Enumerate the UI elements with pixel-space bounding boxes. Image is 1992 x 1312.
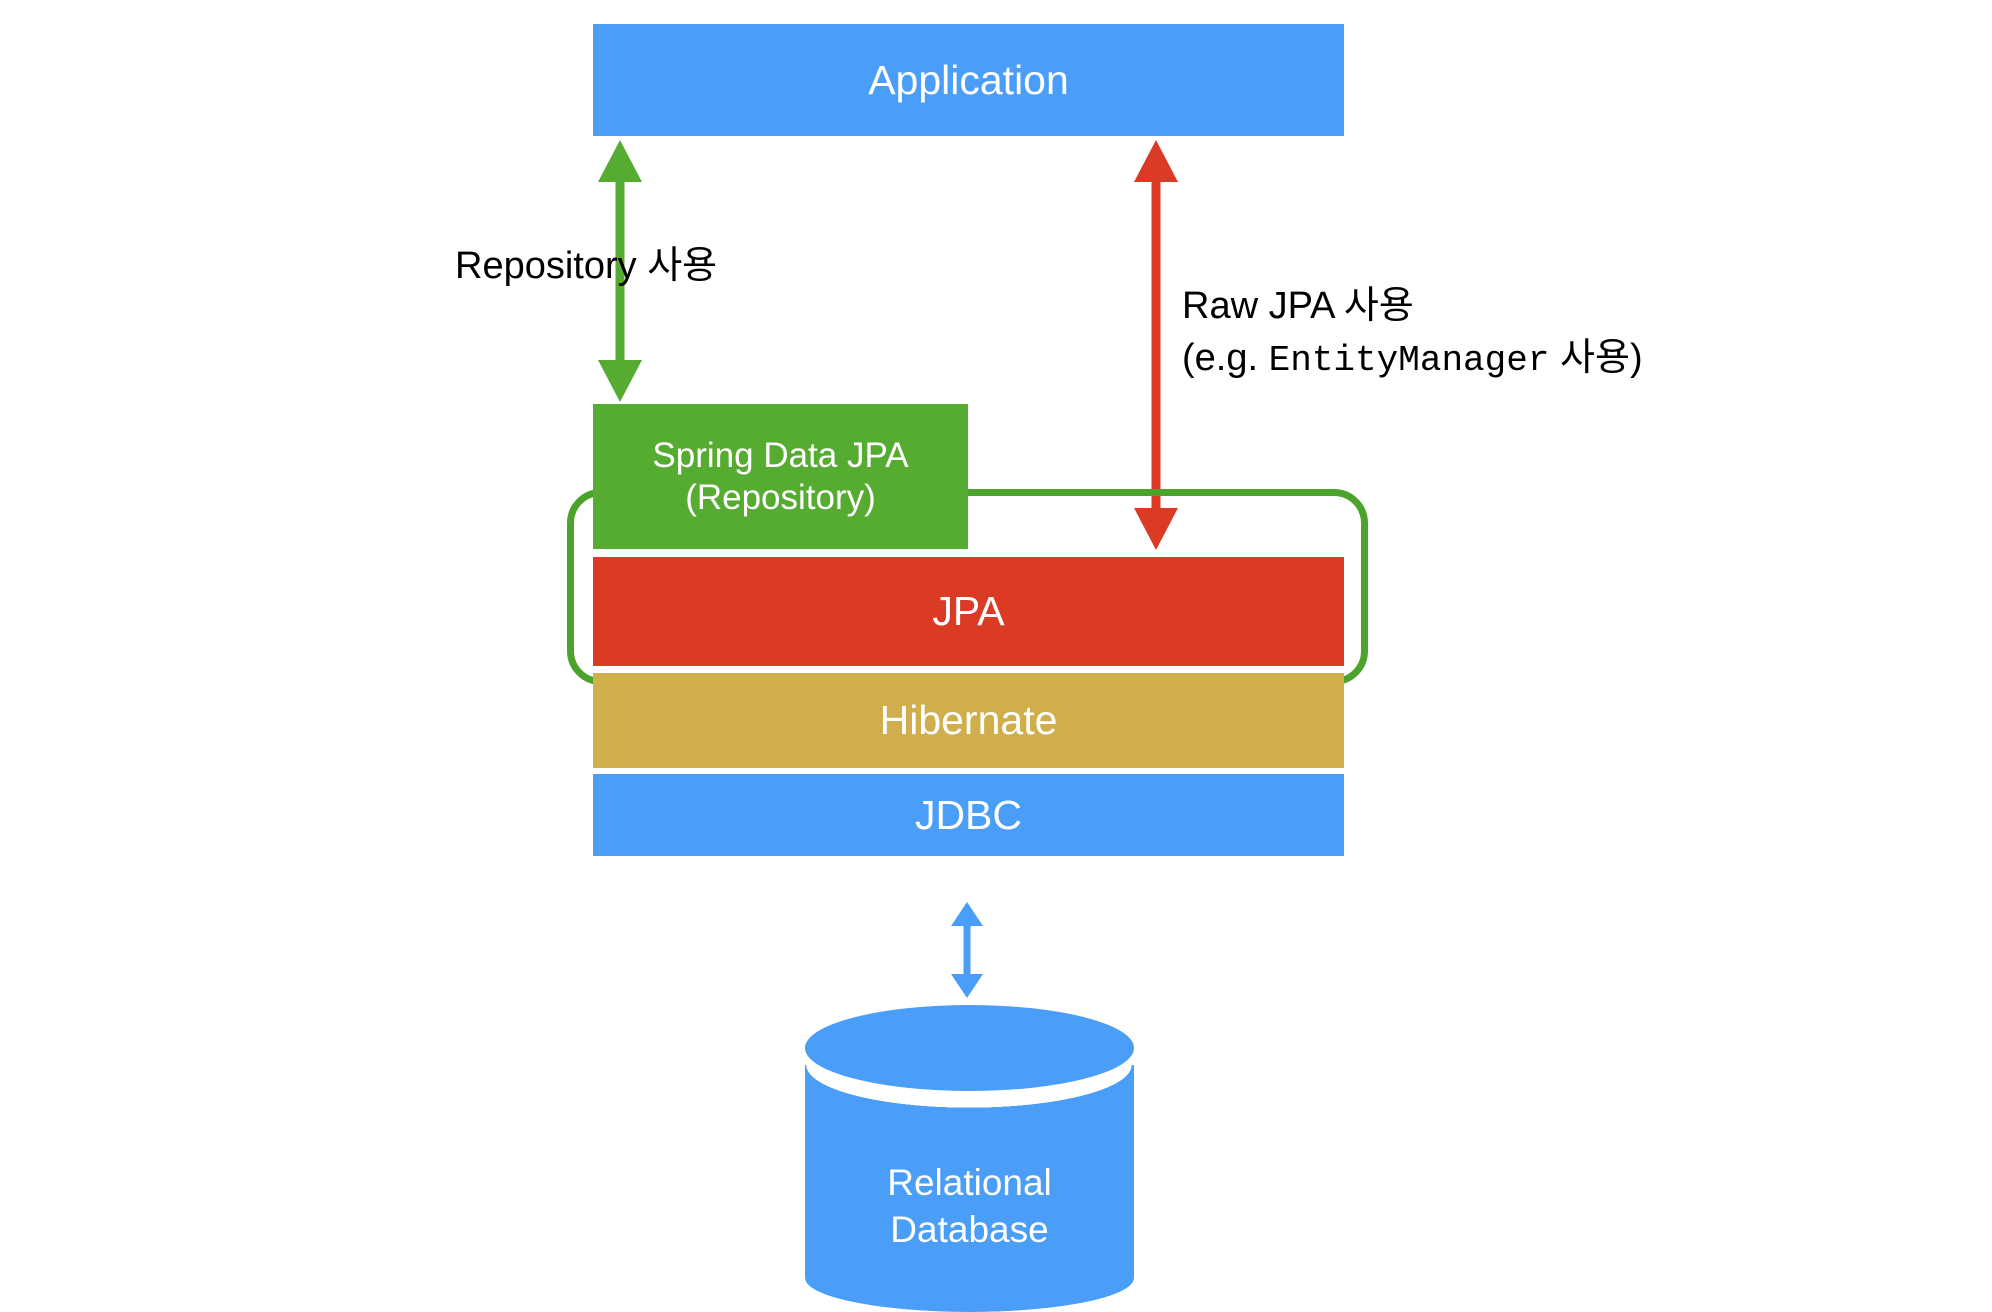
label-repository-usage: Repository 사용 (455, 240, 717, 292)
box-jdbc: JDBC (593, 774, 1344, 856)
database-cylinder-body (805, 1065, 1134, 1312)
box-hibernate-label: Hibernate (879, 697, 1058, 744)
label-raw-jpa-line2-suffix: 사용) (1549, 337, 1643, 380)
box-jpa: JPA (593, 557, 1344, 666)
label-raw-jpa-line2-prefix: (e.g. (1182, 337, 1269, 380)
arrow-repository (598, 140, 642, 402)
box-hibernate: Hibernate (593, 673, 1344, 768)
box-application: Application (593, 24, 1344, 136)
label-raw-jpa-line2: (e.g. EntityManager 사용) (1182, 332, 1643, 386)
box-relational-database-label: Relational Database (887, 1162, 1052, 1250)
shape-relational-database: Relational Database (805, 1005, 1134, 1312)
box-spring-data-jpa-label: Spring Data JPA (Repository) (652, 436, 909, 517)
database-cylinder-top (805, 1005, 1134, 1091)
arrow-jdbc-database (951, 902, 983, 998)
label-raw-jpa-entitymanager: EntityManager (1268, 340, 1550, 382)
box-jdbc-label: JDBC (914, 791, 1023, 838)
box-jpa-label: JPA (932, 588, 1005, 635)
label-repository-usage-text: Repository 사용 (455, 245, 718, 287)
box-spring-data-jpa: Spring Data JPA (Repository) (593, 404, 968, 549)
label-raw-jpa-line1: Raw JPA 사용 (1182, 285, 1414, 327)
arrow-raw-jpa (1134, 140, 1178, 550)
label-raw-jpa-usage: Raw JPA 사용 (e.g. EntityManager 사용) (1182, 280, 1643, 386)
box-application-label: Application (868, 56, 1069, 103)
